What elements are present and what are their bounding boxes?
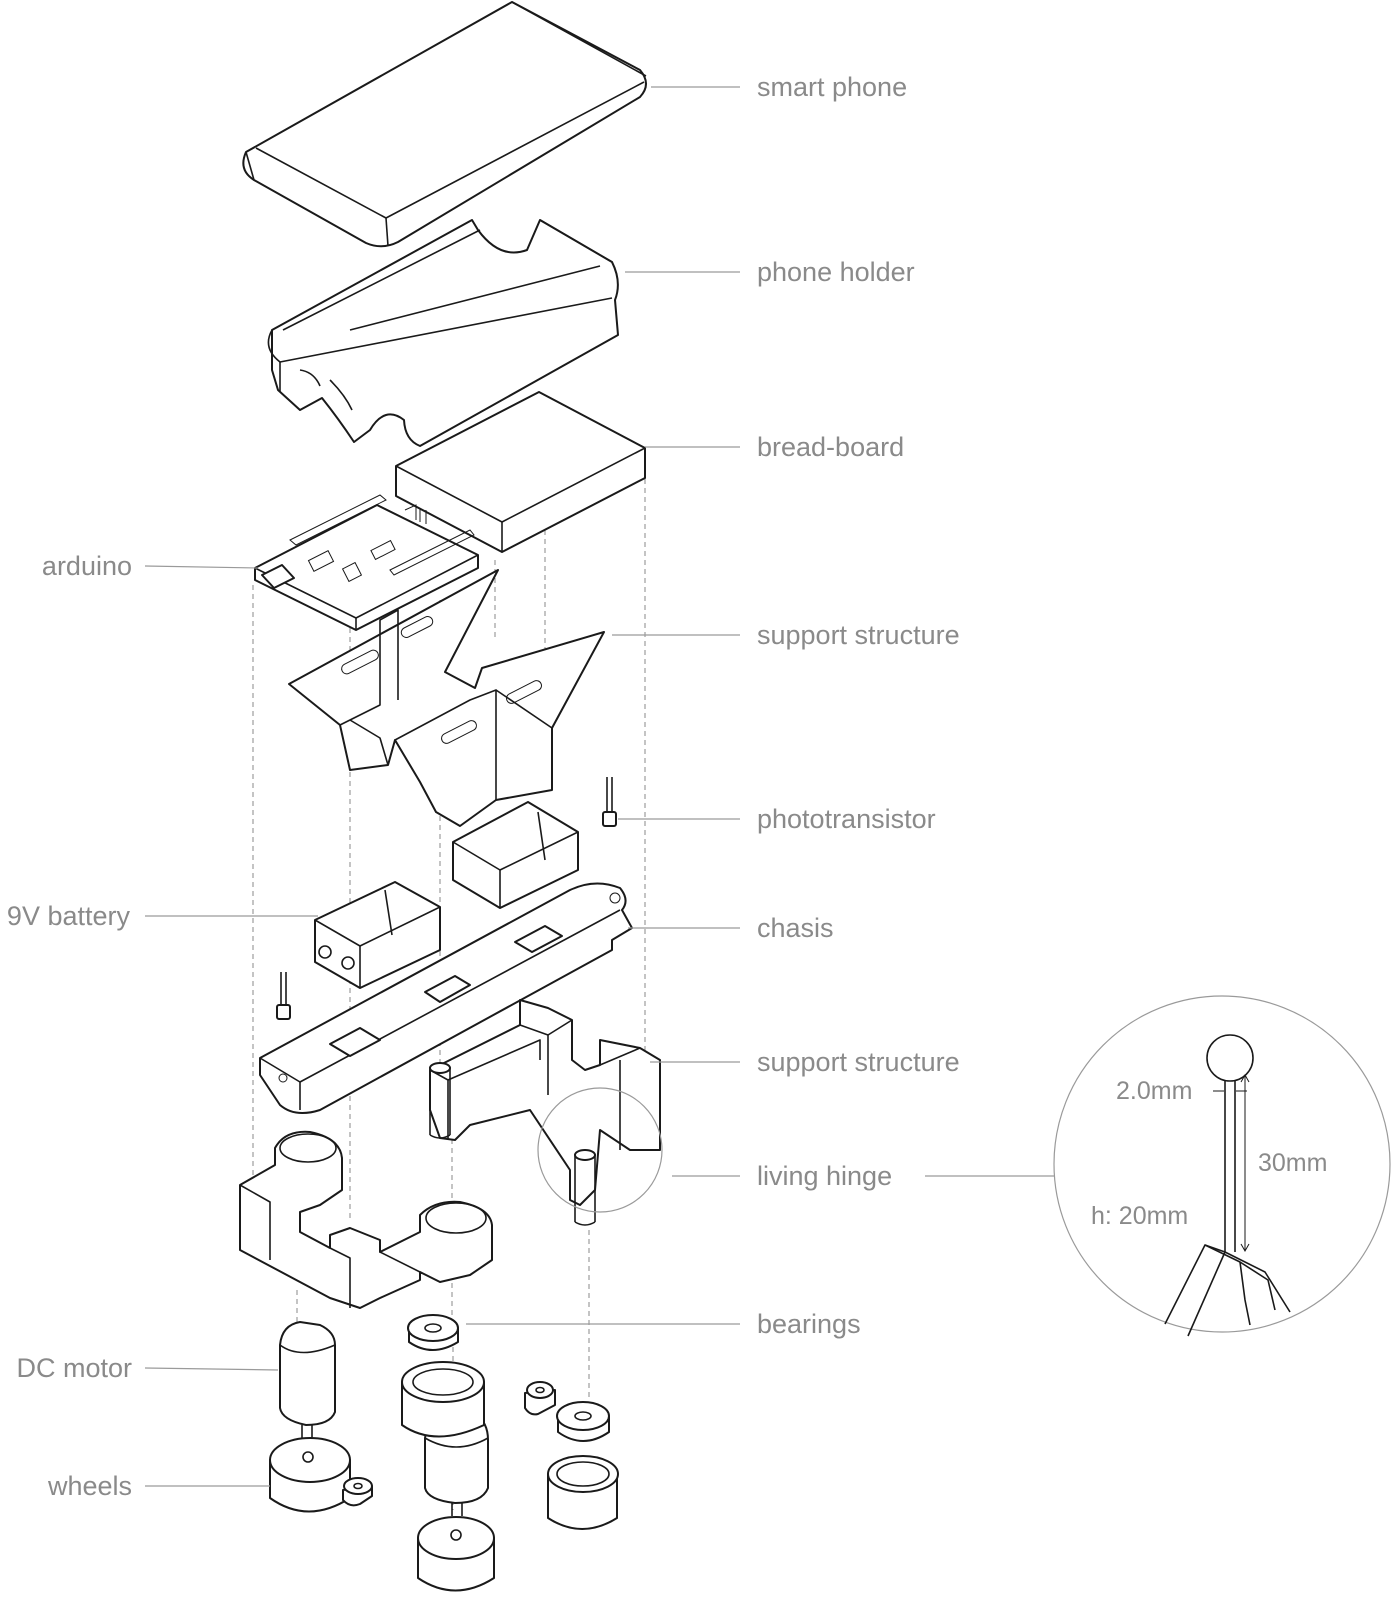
- label-living-hinge: living hinge: [757, 1161, 893, 1191]
- motor-mount-part: [239, 1130, 493, 1309]
- label-wheels: wheels: [47, 1471, 132, 1501]
- label-smart-phone: smart phone: [757, 72, 908, 102]
- phototransistor-left-part: [276, 972, 291, 1020]
- wheel-left-part: [269, 1437, 373, 1513]
- bread-board-part: [395, 391, 646, 553]
- bearings-part: [407, 1314, 610, 1442]
- battery-top-part: [452, 801, 579, 909]
- label-phototransistor: phototransistor: [757, 804, 936, 834]
- label-arduino: arduino: [41, 551, 132, 581]
- battery-bottom-part: [314, 881, 441, 989]
- support-structure-top-part: [288, 569, 605, 827]
- wheel-right-part: [417, 1516, 495, 1592]
- label-support-structure-bottom: support structure: [757, 1047, 960, 1077]
- chasis-part: [259, 882, 633, 1115]
- label-chasis: chasis: [757, 913, 834, 943]
- label-bearings: bearings: [757, 1309, 861, 1339]
- living-hinge-detail: [1053, 995, 1391, 1337]
- label-dc-motor: DC motor: [16, 1353, 132, 1383]
- smart-phone-part: [242, 1, 647, 248]
- dimension-thickness: 2.0mm: [1116, 1077, 1193, 1105]
- phone-holder-part: [267, 219, 619, 447]
- label-support-structure-top: support structure: [757, 620, 960, 650]
- support-structure-bottom-part: [429, 999, 661, 1226]
- leader-lines: [144, 86, 1055, 1487]
- label-battery: 9V battery: [6, 901, 130, 931]
- bearing-sleeve-left-part: [401, 1361, 485, 1438]
- living-hinge-highlight: [537, 1087, 663, 1213]
- label-phone-holder: phone holder: [757, 257, 915, 287]
- dimension-height: h: 20mm: [1091, 1202, 1189, 1230]
- dimension-length: 30mm: [1258, 1149, 1328, 1177]
- arduino-part: [254, 494, 479, 631]
- label-bread-board: bread-board: [757, 432, 905, 462]
- phototransistor-right-part: [602, 777, 617, 827]
- bearing-sleeve-right-part: [547, 1455, 619, 1530]
- dc-motor-left-part: [279, 1321, 336, 1440]
